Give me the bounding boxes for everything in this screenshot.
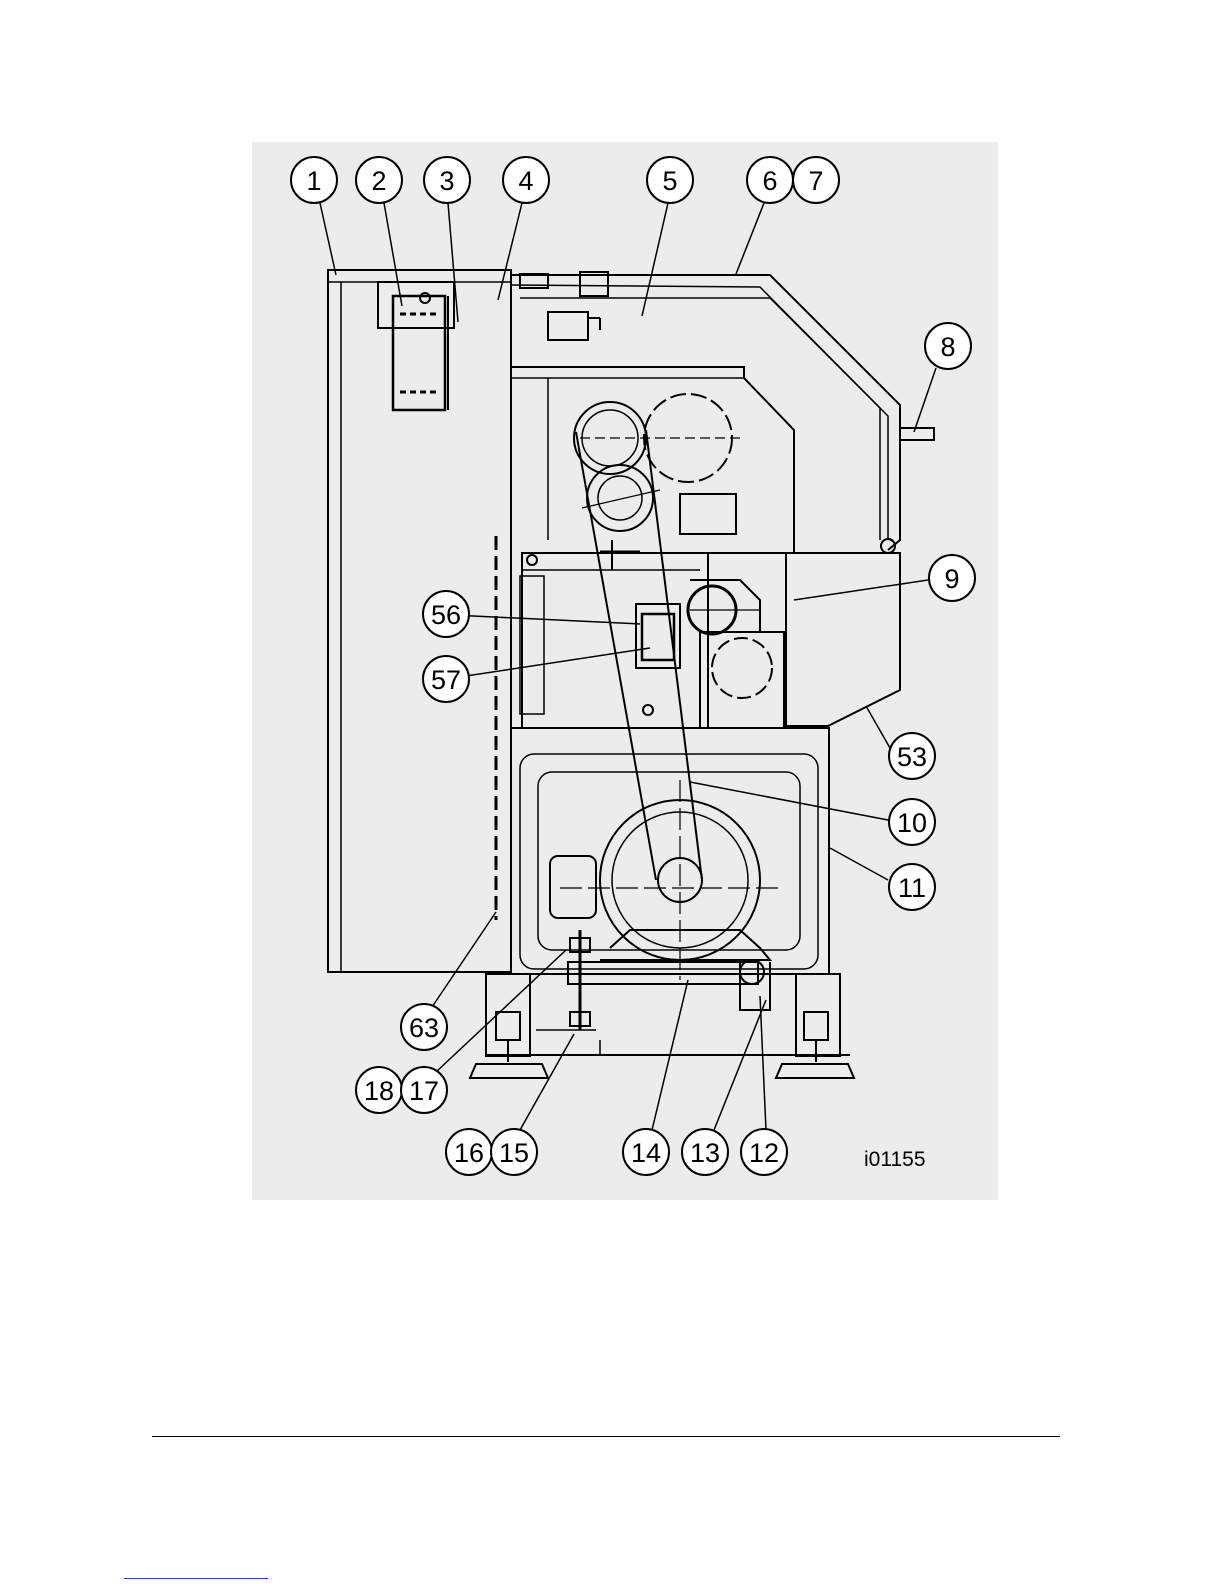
- callout-14: 14: [623, 1129, 669, 1175]
- svg-text:57: 57: [431, 665, 461, 695]
- bottom-link-underline[interactable]: [124, 1578, 268, 1579]
- callout-9: 9: [929, 555, 975, 601]
- figure-id-label: i01155: [864, 1148, 926, 1171]
- callout-6: 6: [747, 157, 793, 203]
- svg-text:63: 63: [409, 1013, 439, 1043]
- callout-8: 8: [925, 323, 971, 369]
- svg-text:10: 10: [897, 808, 927, 838]
- callout-5: 5: [647, 157, 693, 203]
- callout-7: 7: [793, 157, 839, 203]
- svg-text:11: 11: [898, 873, 926, 903]
- svg-text:3: 3: [439, 166, 454, 196]
- callout-1: 1: [291, 157, 337, 203]
- callout-16: 16: [446, 1129, 492, 1175]
- callout-10: 10: [889, 799, 935, 845]
- svg-text:5: 5: [662, 166, 677, 196]
- svg-text:53: 53: [897, 742, 927, 772]
- callout-18: 18: [356, 1067, 402, 1113]
- callout-56: 56: [423, 591, 469, 637]
- callout-2: 2: [356, 157, 402, 203]
- footer-rule: [152, 1436, 1060, 1437]
- svg-text:2: 2: [371, 166, 386, 196]
- svg-text:14: 14: [631, 1138, 661, 1168]
- svg-text:12: 12: [749, 1138, 779, 1168]
- callout-63: 63: [401, 1004, 447, 1050]
- svg-text:9: 9: [944, 564, 959, 594]
- svg-text:16: 16: [454, 1138, 484, 1168]
- callout-17: 17: [401, 1067, 447, 1113]
- callout-3: 3: [424, 157, 470, 203]
- callout-4: 4: [503, 157, 549, 203]
- callout-11: 11: [889, 864, 935, 910]
- svg-text:18: 18: [364, 1076, 394, 1106]
- callout-13: 13: [682, 1129, 728, 1175]
- svg-text:56: 56: [431, 600, 461, 630]
- svg-text:1: 1: [306, 166, 321, 196]
- svg-text:8: 8: [940, 332, 955, 362]
- callout-57: 57: [423, 656, 469, 702]
- callout-53: 53: [889, 733, 935, 779]
- callout-15: 15: [491, 1129, 537, 1175]
- svg-text:4: 4: [518, 166, 533, 196]
- svg-text:13: 13: [690, 1138, 720, 1168]
- callout-12: 12: [741, 1129, 787, 1175]
- drawing-background: [252, 142, 998, 1200]
- svg-text:15: 15: [499, 1138, 529, 1168]
- svg-text:17: 17: [409, 1076, 439, 1106]
- svg-text:6: 6: [762, 166, 777, 196]
- svg-text:7: 7: [808, 166, 823, 196]
